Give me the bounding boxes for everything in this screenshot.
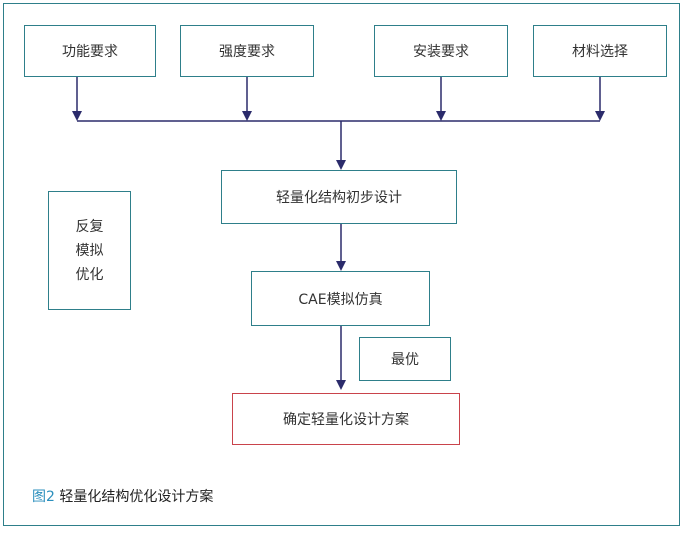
caption-text: 轻量化结构优化设计方案 [54, 489, 214, 505]
loop-line: 模拟 [75, 242, 104, 259]
requirement-label: 强度要求 [219, 44, 275, 60]
step-label: 最优 [391, 352, 419, 368]
optimal-box: 最优 [359, 337, 451, 381]
requirement-box-installation: 安装要求 [374, 25, 508, 77]
cae-simulation-box: CAE模拟仿真 [251, 271, 430, 326]
requirement-label: 功能要求 [62, 44, 118, 60]
step-label: CAE模拟仿真 [298, 291, 383, 308]
initial-design-box: 轻量化结构初步设计 [221, 170, 457, 224]
loop-line: 优化 [75, 266, 104, 283]
loop-line: 反复 [75, 218, 104, 235]
iterative-optimization-box: 反复 模拟 优化 [48, 191, 131, 310]
requirement-label: 安装要求 [413, 44, 469, 60]
requirement-label: 材料选择 [572, 44, 628, 60]
figure-caption: 图2 轻量化结构优化设计方案 [32, 486, 213, 506]
step-label: 轻量化结构初步设计 [276, 190, 402, 206]
final-design-box: 确定轻量化设计方案 [232, 393, 460, 445]
figure-frame [3, 3, 680, 526]
step-label: 确定轻量化设计方案 [283, 412, 409, 428]
requirement-box-strength: 强度要求 [180, 25, 314, 77]
requirement-box-function: 功能要求 [24, 25, 156, 77]
requirement-box-material: 材料选择 [533, 25, 667, 77]
figure-number: 图2 [32, 489, 55, 505]
